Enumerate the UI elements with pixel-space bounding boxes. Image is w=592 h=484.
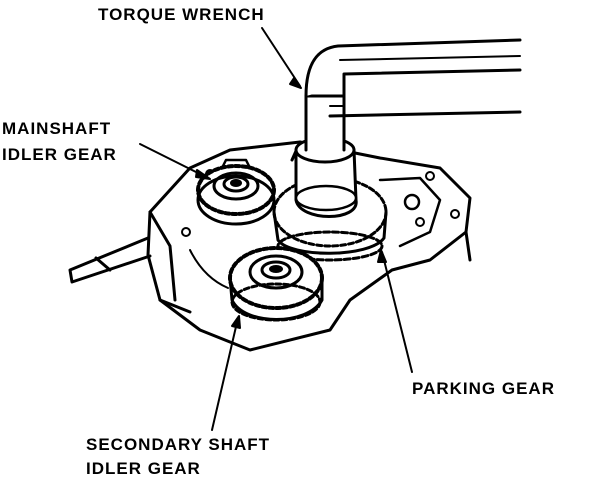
mainshaft-idler-gear xyxy=(196,158,276,226)
secondary-shaft-idler-gear-label-line2: IDLER GEAR xyxy=(86,459,201,478)
leader-parking-gear xyxy=(381,251,413,373)
leader-secondary-shaft-idler-gear xyxy=(211,317,239,431)
leader-lines xyxy=(139,27,413,431)
secondary-shaft-idler-gear-label-line1: SECONDARY SHAFT xyxy=(86,435,271,454)
parking-gear-label: PARKING GEAR xyxy=(412,379,555,398)
torque-wrench xyxy=(294,38,522,218)
output-shaft xyxy=(68,236,152,284)
leader-torque-wrench xyxy=(261,27,301,87)
torque-wrench-label: TORQUE WRENCH xyxy=(98,5,265,24)
secondary-shaft-idler-gear xyxy=(228,246,324,322)
mainshaft-idler-gear-label-line2: IDLER GEAR xyxy=(2,145,117,164)
mainshaft-idler-gear-label-line1: MAINSHAFT xyxy=(2,119,112,138)
